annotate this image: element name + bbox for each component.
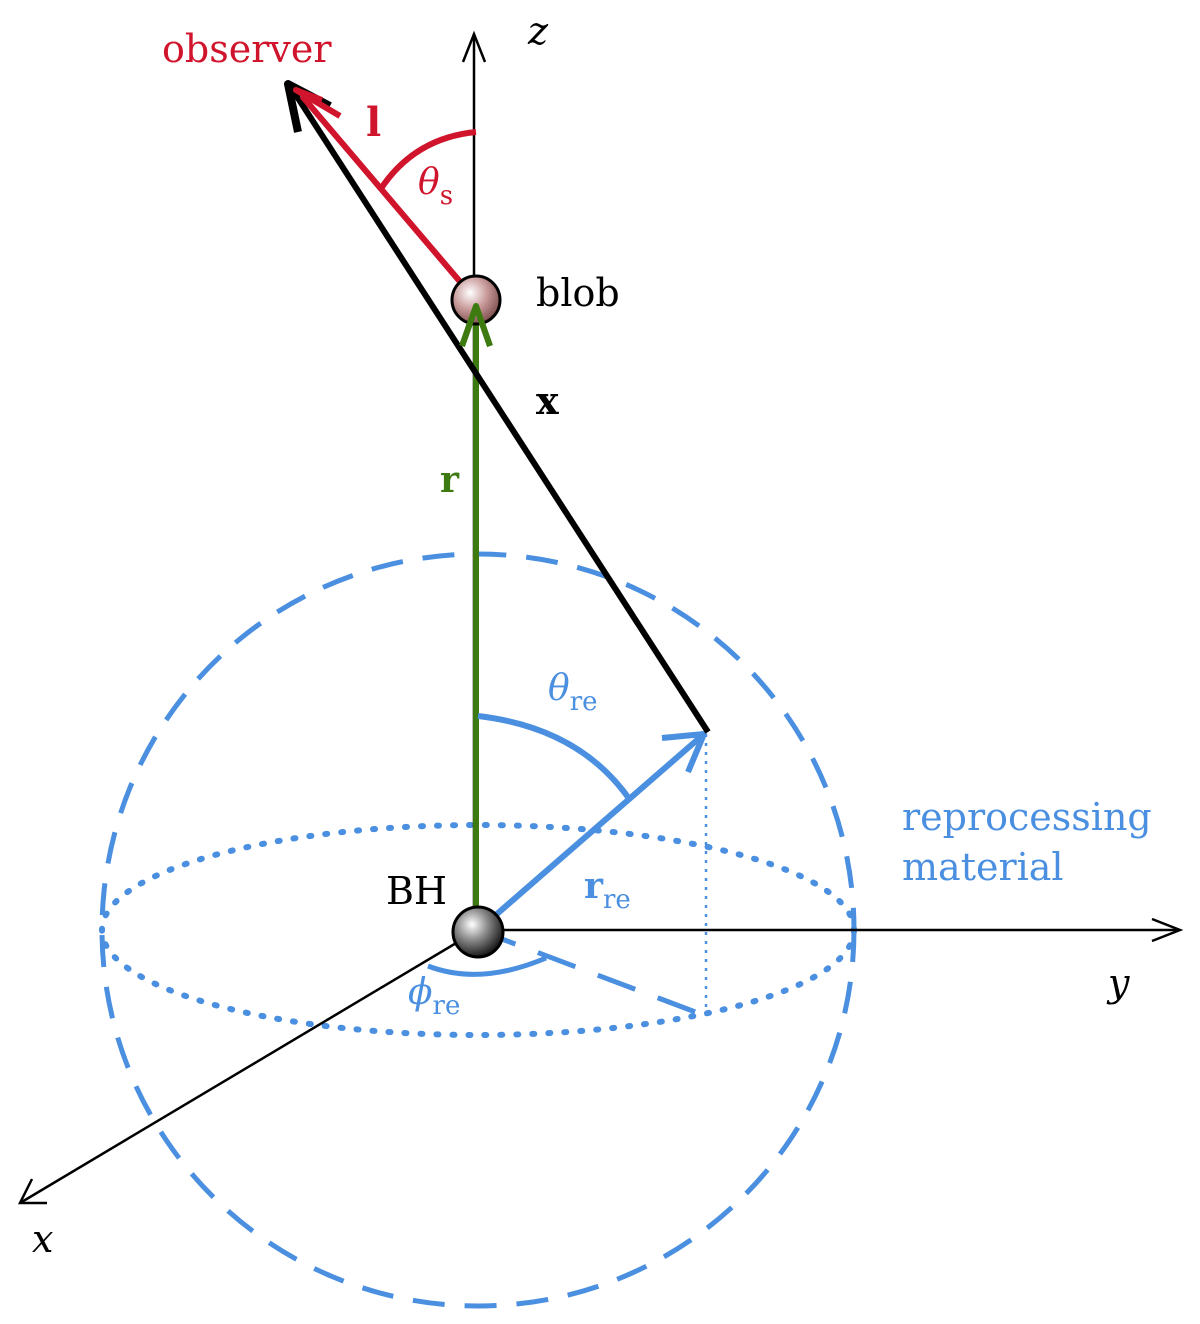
theta-re-arc: [477, 713, 633, 802]
l-vector-label: l: [366, 99, 381, 146]
x-axis: [19, 928, 479, 1205]
r-re-projection: [477, 927, 707, 1019]
x-vector-label: x: [536, 378, 559, 423]
blob-sphere: [450, 274, 502, 326]
black-hole-sphere: [451, 905, 505, 959]
phi-re-arc: [427, 955, 547, 977]
r-re-label: rre: [584, 865, 631, 915]
observer-label: observer: [162, 27, 332, 71]
r-re-vector: [488, 731, 706, 923]
z-axis-arrowhead: [461, 30, 487, 63]
x-axis-label: x: [32, 1217, 53, 1261]
x-axis-arrowhead: [17, 1178, 47, 1205]
theta-s-arc: [377, 129, 477, 192]
reprocessing-label-line1: reprocessing: [902, 795, 1152, 839]
reprocessing-label-line2: material: [902, 845, 1064, 889]
r-vector-label: r: [440, 459, 460, 501]
theta-s-label: θs: [418, 162, 453, 211]
r-vector-tip: [459, 303, 493, 347]
phi-re-label: ϕre: [408, 972, 460, 1021]
z-axis-label: z: [527, 9, 549, 53]
y-axis-label: y: [1106, 961, 1130, 1005]
l-vector-arrowhead: [293, 87, 342, 119]
bh-label: BH: [386, 869, 447, 913]
blob-label: blob: [536, 271, 620, 315]
x-vector: [291, 90, 711, 734]
theta-re-label: θre: [548, 668, 598, 717]
r-re-arrowhead: [661, 731, 707, 774]
y-axis-arrowhead: [1151, 917, 1184, 943]
